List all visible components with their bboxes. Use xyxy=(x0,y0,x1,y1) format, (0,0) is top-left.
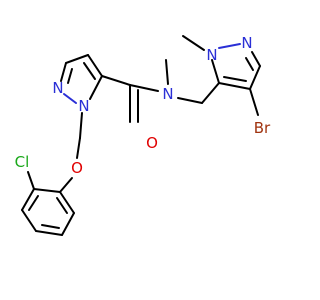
bond xyxy=(65,54,89,64)
atom-label-n: N xyxy=(78,97,89,115)
right-pyrazole-ring xyxy=(211,43,261,90)
molecule-diagram: N N O N N N Br O Cl xyxy=(14,34,272,236)
atom-label-n: N xyxy=(241,34,252,52)
bond xyxy=(249,65,261,90)
bond xyxy=(129,84,159,92)
bond xyxy=(101,75,131,86)
atom-label-o: O xyxy=(71,159,83,177)
atom-label-n: N xyxy=(206,46,217,64)
bond xyxy=(223,76,247,82)
atom-label-n: N xyxy=(52,79,63,97)
bond xyxy=(165,59,169,85)
left-pyrazole-ring xyxy=(60,54,103,104)
bond xyxy=(60,62,67,82)
bond xyxy=(79,112,83,139)
atom-label-cl: Cl xyxy=(15,153,30,171)
bond xyxy=(59,177,73,193)
bond xyxy=(218,82,251,90)
bond xyxy=(251,51,261,67)
chlorophenyl-ring xyxy=(21,188,75,236)
atom-label-n: N xyxy=(162,85,173,103)
bond xyxy=(76,137,81,159)
bond xyxy=(21,209,37,232)
bond xyxy=(182,35,205,51)
bond xyxy=(249,88,259,116)
bond xyxy=(28,195,39,211)
bond xyxy=(21,188,35,211)
bond xyxy=(218,43,241,49)
bond xyxy=(83,62,96,80)
bond xyxy=(245,57,254,71)
bond xyxy=(177,97,203,104)
bond xyxy=(89,75,103,100)
bond xyxy=(63,93,77,104)
bond xyxy=(35,230,63,236)
structure-drawing: N N O N N N Br O Cl xyxy=(15,34,271,236)
atom-label-br: Br xyxy=(254,119,271,137)
bond xyxy=(56,197,68,214)
bond xyxy=(59,191,75,214)
bond xyxy=(67,68,73,84)
bond xyxy=(33,188,61,193)
bond xyxy=(41,224,60,229)
atom-label-o: O xyxy=(146,134,158,152)
bond xyxy=(87,54,103,77)
bond xyxy=(211,59,220,84)
bond xyxy=(201,82,220,104)
bond xyxy=(61,212,75,236)
bond xyxy=(27,171,35,190)
